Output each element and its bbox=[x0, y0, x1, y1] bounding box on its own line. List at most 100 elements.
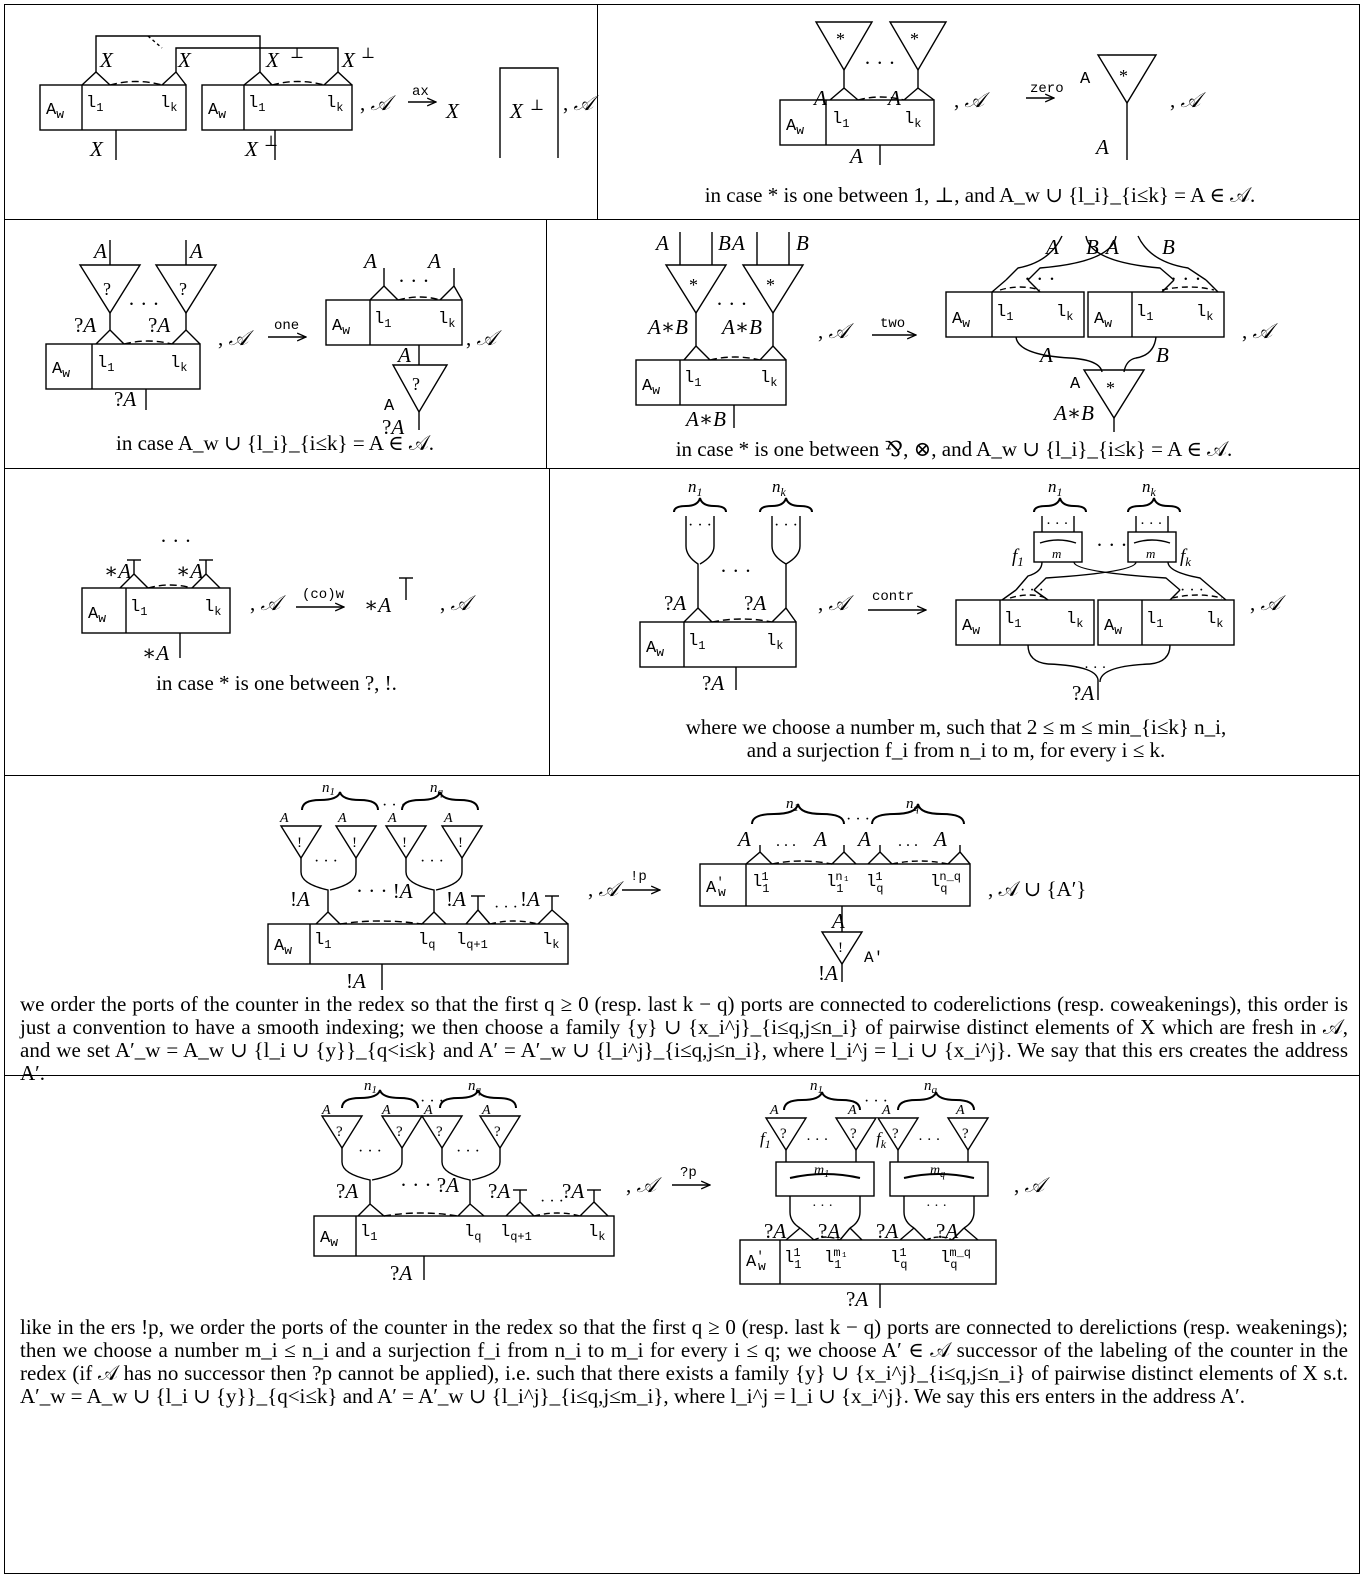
svg-text:nk: nk bbox=[772, 477, 787, 499]
svg-text:!: ! bbox=[352, 835, 357, 851]
column-divider bbox=[549, 468, 550, 775]
svg-text:A∗B: A∗B bbox=[1052, 401, 1094, 425]
svg-text:!A: !A bbox=[520, 887, 540, 911]
row-divider bbox=[4, 468, 1360, 469]
svg-text:l11: l11 bbox=[752, 870, 769, 896]
svg-text:A∗B: A∗B bbox=[684, 407, 726, 431]
svg-text:A∗B: A∗B bbox=[646, 315, 688, 339]
svg-text:A: A bbox=[381, 1103, 391, 1118]
row-divider bbox=[4, 1075, 1360, 1076]
svg-text:A: A bbox=[481, 1103, 491, 1118]
svg-text:?: ? bbox=[850, 1126, 857, 1142]
svg-text:· · ·: · · · bbox=[1084, 660, 1107, 676]
zero-caption: in case * is one between 1, ⊥, and A_w ∪… bbox=[704, 183, 1256, 207]
svg-text:A: A bbox=[1104, 235, 1119, 259]
svg-text:· · ·: · · · bbox=[812, 1199, 833, 1214]
coweak-caption: in case * is one between ?, !. bbox=[156, 671, 397, 695]
svg-text:?A: ?A bbox=[818, 1219, 840, 1243]
svg-text:?: ? bbox=[103, 279, 111, 299]
svg-text:⊥: ⊥ bbox=[290, 46, 304, 62]
svg-text:A: A bbox=[362, 249, 377, 273]
svg-text:fk: fk bbox=[1180, 546, 1191, 569]
svg-text:, 𝒜: , 𝒜 bbox=[818, 319, 855, 343]
derelict-text: like in the ers !p, we order the ports o… bbox=[20, 1315, 1348, 1408]
svg-text:B: B bbox=[796, 231, 809, 255]
svg-text:A: A bbox=[387, 811, 397, 826]
column-divider bbox=[597, 4, 598, 219]
svg-text:X: X bbox=[89, 137, 104, 161]
svg-text:!A: !A bbox=[346, 969, 366, 993]
svg-text:nq: nq bbox=[430, 780, 444, 798]
svg-text:lk: lk bbox=[904, 110, 921, 131]
svg-text:· · ·: · · · bbox=[720, 559, 751, 583]
svg-text:· · ·: · · · bbox=[1024, 267, 1055, 291]
svg-text:B: B bbox=[1162, 235, 1175, 259]
svg-text:· · ·: · · · bbox=[1020, 582, 1044, 599]
svg-text:Aw: Aw bbox=[332, 317, 350, 338]
svg-text:contr: contr bbox=[872, 589, 914, 605]
svg-text:Aw: Aw bbox=[786, 117, 804, 138]
svg-text:· · ·: · · · bbox=[456, 1143, 480, 1160]
svg-text:lq+1: lq+1 bbox=[456, 931, 488, 952]
svg-text:lqm_q: lqm_q bbox=[940, 1246, 971, 1272]
svg-text:A: A bbox=[1070, 375, 1081, 394]
svg-text:?A: ?A bbox=[876, 1219, 898, 1243]
svg-text:, 𝒜: , 𝒜 bbox=[1242, 319, 1279, 343]
svg-text:A: A bbox=[384, 397, 395, 416]
contr-rule-diagram bbox=[639, 497, 1235, 700]
svg-text:A: A bbox=[848, 144, 863, 168]
svg-text:X: X bbox=[265, 48, 280, 72]
svg-text:, 𝒜: , 𝒜 bbox=[563, 91, 600, 115]
column-divider bbox=[546, 219, 547, 468]
svg-text:, 𝒜: , 𝒜 bbox=[360, 91, 397, 115]
promote-rule-diagram bbox=[267, 791, 971, 990]
ax-rule-diagram bbox=[39, 35, 559, 160]
svg-text:A: A bbox=[426, 249, 441, 273]
svg-text:· · ·: · · · bbox=[864, 1093, 888, 1110]
svg-text:?A: ?A bbox=[846, 1287, 868, 1311]
svg-text:⊥: ⊥ bbox=[264, 134, 278, 150]
row-divider bbox=[4, 775, 1360, 776]
svg-text:A′w: A′w bbox=[706, 875, 726, 900]
svg-text:A: A bbox=[1044, 235, 1059, 259]
svg-text:· · ·: · · · bbox=[774, 517, 798, 534]
svg-text:X: X bbox=[99, 48, 114, 72]
svg-text:· · ·: · · · bbox=[688, 517, 712, 534]
svg-text:*: * bbox=[836, 29, 845, 49]
svg-text:!p: !p bbox=[630, 869, 647, 885]
svg-text:lk: lk bbox=[326, 94, 343, 115]
svg-text:l1: l1 bbox=[1004, 610, 1021, 631]
svg-text:B: B bbox=[1086, 235, 1099, 259]
svg-text:?A: ?A bbox=[114, 387, 136, 411]
svg-text:?A: ?A bbox=[148, 313, 170, 337]
svg-text:A: A bbox=[932, 827, 947, 851]
one-rule-diagram bbox=[45, 240, 463, 430]
svg-text:· · ·: · · · bbox=[128, 292, 159, 316]
svg-text:f1: f1 bbox=[1012, 546, 1024, 569]
svg-text:A: A bbox=[1080, 70, 1091, 89]
svg-text:lk: lk bbox=[766, 632, 783, 653]
promote-text: we order the ports of the counter in the… bbox=[20, 992, 1348, 1085]
svg-text:A: A bbox=[886, 86, 901, 110]
svg-text:, 𝒜: , 𝒜 bbox=[1014, 1173, 1051, 1197]
svg-text:B: B bbox=[1156, 343, 1169, 367]
svg-text:X: X bbox=[244, 137, 259, 161]
svg-text:n1: n1 bbox=[322, 780, 335, 798]
svg-text:?A: ?A bbox=[488, 1179, 510, 1203]
svg-text:· · ·: · · · bbox=[1170, 267, 1201, 291]
svg-text:, 𝒜: , 𝒜 bbox=[250, 591, 287, 615]
svg-text:A: A bbox=[736, 827, 751, 851]
svg-text:lk: lk bbox=[204, 598, 221, 619]
svg-text:lk: lk bbox=[542, 931, 559, 952]
svg-text:*: * bbox=[1106, 378, 1115, 398]
svg-text:· · ·: · · · bbox=[314, 853, 338, 870]
svg-text:lk: lk bbox=[1196, 303, 1213, 324]
svg-text:A: A bbox=[92, 239, 107, 263]
svg-text:· · ·: · · · bbox=[398, 269, 429, 293]
svg-text:?p: ?p bbox=[680, 1165, 697, 1181]
svg-text:A: A bbox=[730, 231, 745, 255]
svg-text:A: A bbox=[1038, 343, 1053, 367]
svg-text:*: * bbox=[766, 275, 775, 295]
svg-text:!: ! bbox=[838, 940, 843, 956]
